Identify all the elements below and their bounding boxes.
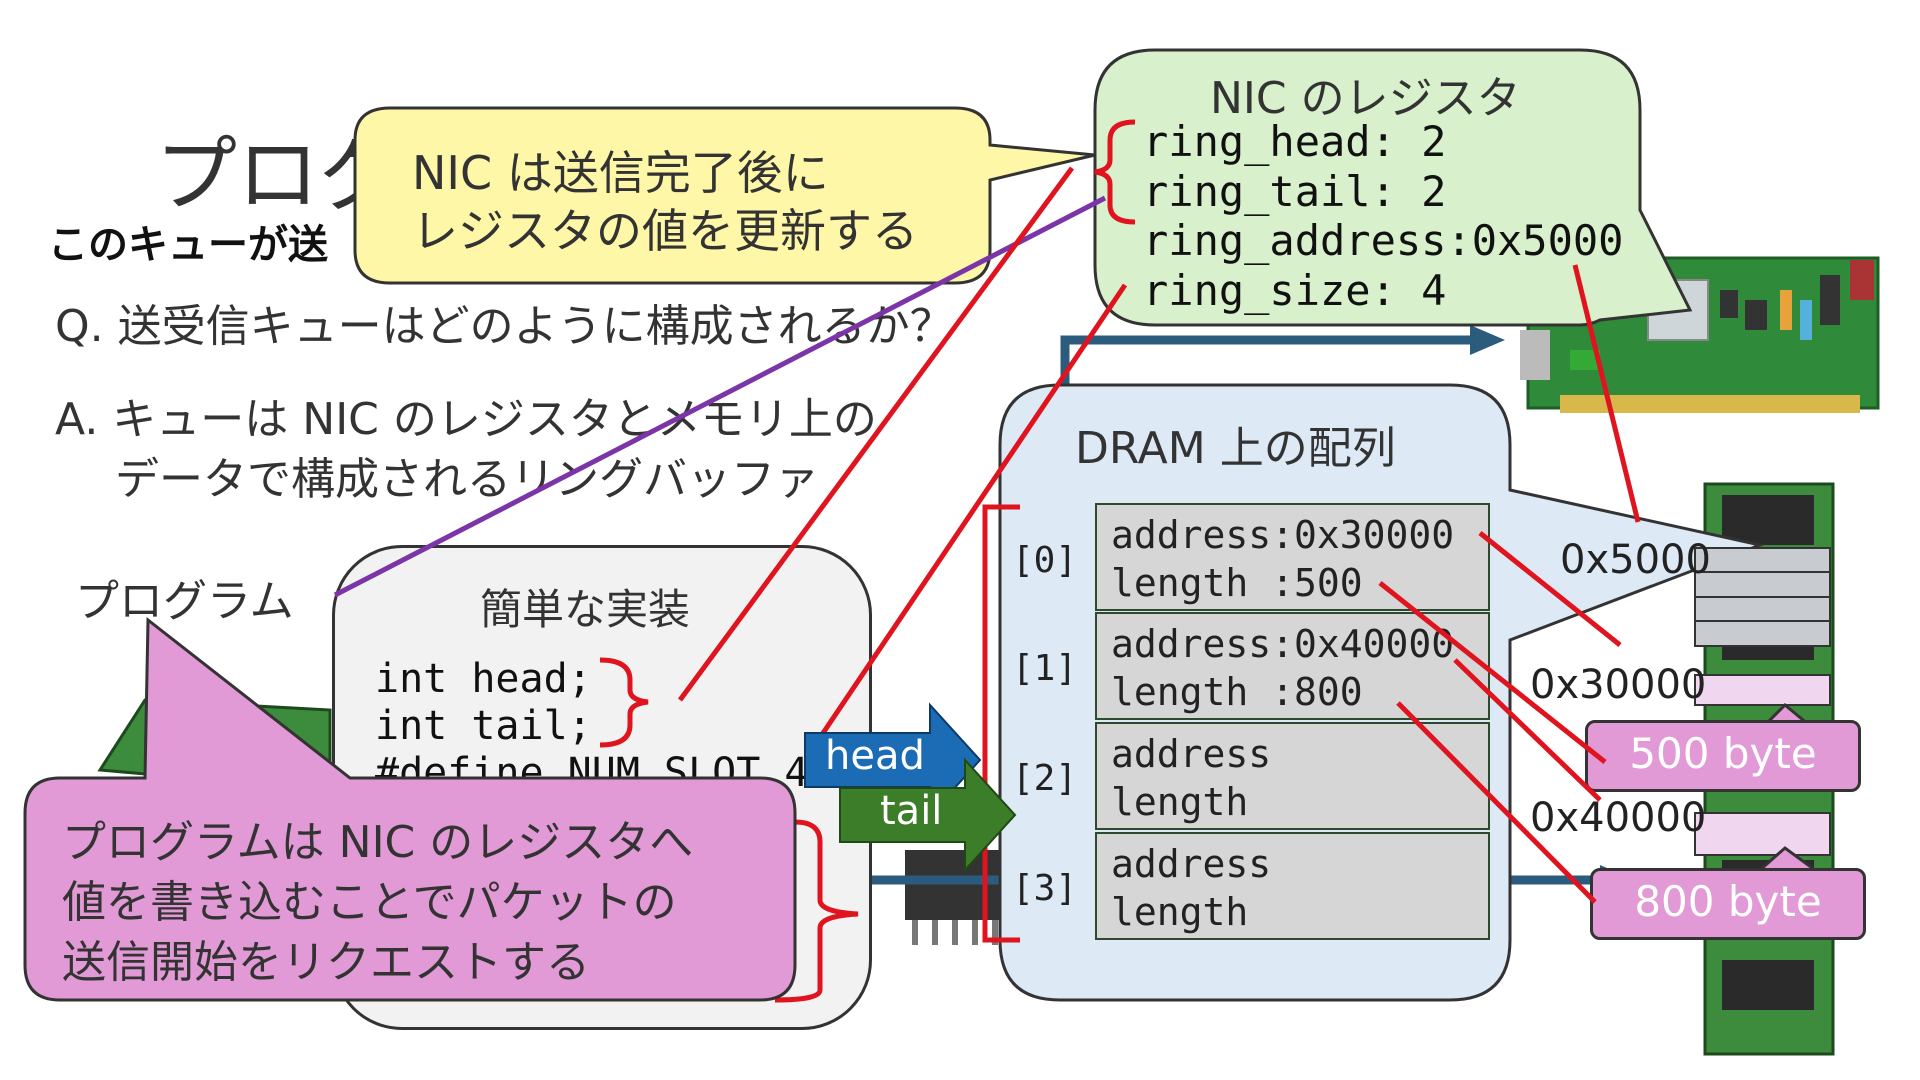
- nic-update-line-1: NIC は送信完了後に: [412, 146, 829, 200]
- question-line: Q. 送受信キューはどのように構成されるか？: [55, 301, 954, 352]
- slot-index-0: [0]: [1012, 540, 1078, 581]
- register-ring-head: ring_head: 2: [1143, 117, 1447, 166]
- program-callout-line-2: 値を書き込むことでパケットの: [62, 877, 677, 928]
- slot-1-address: address:0x40000: [1111, 622, 1455, 666]
- slot-2-address: address: [1111, 732, 1272, 776]
- register-ring-tail: ring_tail: 2: [1143, 167, 1447, 216]
- bold-heading-line: このキューが送: [48, 222, 328, 268]
- slot-0-address: address:0x30000: [1111, 513, 1455, 557]
- code-line-head: int head;: [375, 656, 592, 702]
- slot-1: address:0x40000 length :800: [1095, 612, 1490, 720]
- slot-0: address:0x30000 length :500: [1095, 503, 1490, 611]
- slot-3-address: address: [1111, 842, 1272, 886]
- address-ring: 0x5000: [1560, 537, 1711, 583]
- nic-update-line-2: レジスタの値を更新する: [412, 204, 918, 258]
- nic-card-illustration: [1520, 256, 1880, 413]
- head-arrow-label: head: [825, 733, 925, 779]
- slot-1-length: length :800: [1111, 670, 1363, 714]
- slot-index-3: [3]: [1012, 868, 1078, 909]
- slot-index-2: [2]: [1012, 758, 1078, 799]
- slot-3-length: length: [1111, 890, 1249, 934]
- register-box-title: NIC のレジスタ: [1210, 73, 1521, 124]
- program-callout-line-1: プログラムは NIC のレジスタへ: [62, 817, 694, 868]
- address-buffer-b: 0x40000: [1530, 795, 1707, 841]
- slot-index-1: [1]: [1012, 648, 1078, 689]
- register-ring-address: ring_address:0x5000: [1143, 216, 1624, 265]
- register-ring-size: ring_size: 4: [1143, 266, 1447, 315]
- slot-0-length: length :500: [1111, 561, 1363, 605]
- slot-2: address length: [1095, 722, 1490, 830]
- slot-3: address length: [1095, 832, 1490, 940]
- answer-line-2: データで構成されるリングバッファ: [115, 454, 819, 505]
- program-callout-line-3: 送信開始をリクエストする: [62, 937, 590, 988]
- dram-box-title: DRAM 上の配列: [1075, 423, 1396, 474]
- buffer-a-label: 500 byte: [1585, 720, 1861, 792]
- answer-line-1: A. キューは NIC のレジスタとメモリ上の: [55, 394, 877, 445]
- buffer-b-label: 800 byte: [1590, 868, 1866, 940]
- code-line-tail: int tail;: [375, 703, 592, 749]
- impl-box-title: 簡単な実装: [480, 585, 691, 634]
- tail-arrow-shape: [839, 757, 1017, 873]
- purple-connector: [333, 195, 1107, 598]
- tail-arrow-label: tail: [880, 788, 943, 834]
- address-buffer-a: 0x30000: [1530, 662, 1707, 708]
- program-label: プログラム: [75, 576, 294, 627]
- slot-2-length: length: [1111, 780, 1249, 824]
